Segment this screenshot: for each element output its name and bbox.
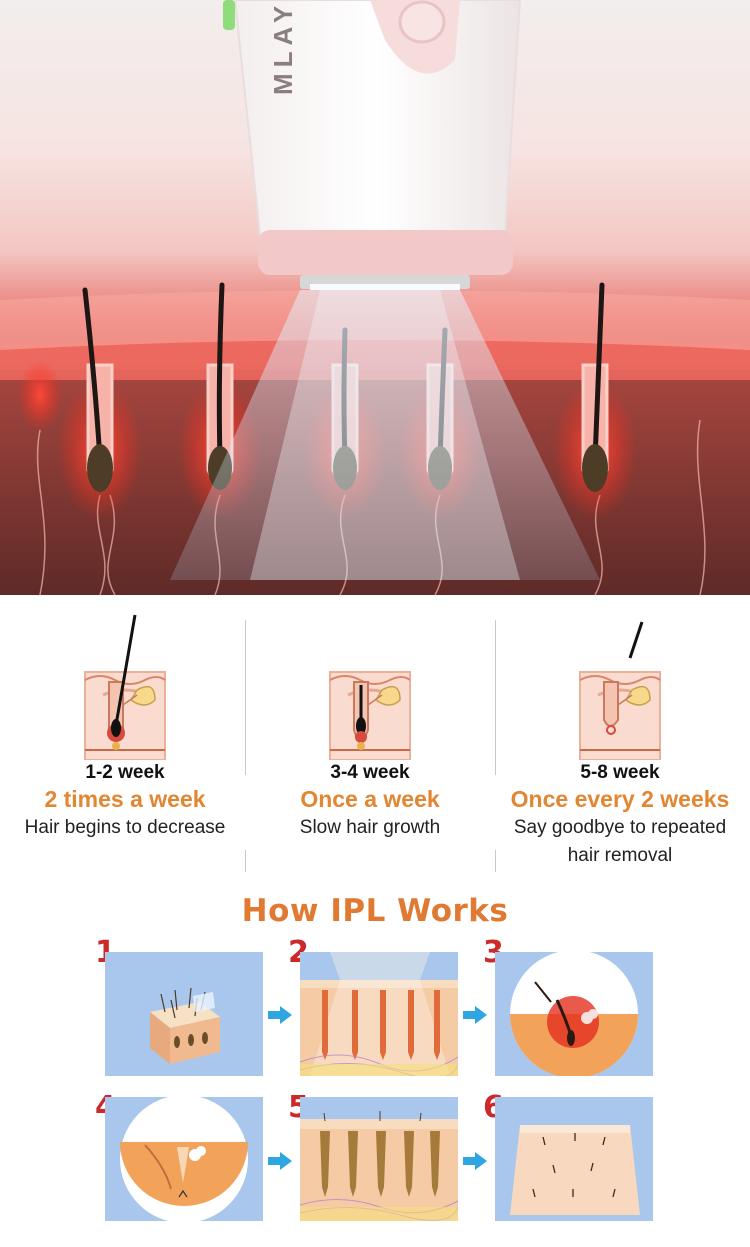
timeline-stage: 1-2 week 2 times a week Hair begins to d… [0, 600, 250, 841]
hair-follicle-icon [84, 614, 166, 760]
arrow-right-icon [268, 1006, 292, 1024]
divider [245, 850, 246, 872]
stage-frequency: Once a week [300, 786, 440, 812]
arrow-right-icon [463, 1006, 487, 1024]
timeline-stage: 5-8 week Once every 2 weeks Say goodbye … [495, 600, 745, 869]
stage-frequency: Once every 2 weeks [510, 786, 730, 812]
stage-description: Slow hair growth [299, 817, 441, 838]
skin-cross-section [0, 0, 750, 595]
stage-week: 1-2 week [85, 762, 165, 783]
stage-description: hair removal [567, 845, 673, 866]
hair-follicle-icon [329, 671, 411, 760]
stage-description: Say goodbye to repeated [513, 817, 727, 838]
arrow-right-icon [268, 1152, 292, 1170]
hair-follicle-icon [579, 621, 661, 760]
step-5-panel [300, 1097, 458, 1221]
arrow-right-icon [463, 1152, 487, 1170]
divider [495, 850, 496, 872]
treatment-timeline: 1-2 week 2 times a week Hair begins to d… [0, 600, 750, 880]
brand-logo: MLAY [268, 0, 298, 95]
hero-illustration: MLAY [0, 0, 750, 595]
stage-week: 3-4 week [330, 762, 410, 783]
step-6-panel [495, 1097, 653, 1221]
timeline-stage: 3-4 week Once a week Slow hair growth [245, 600, 495, 841]
divider [495, 620, 496, 775]
step-4-panel [105, 1097, 263, 1221]
stage-description: Hair begins to decrease [24, 817, 226, 838]
divider [245, 620, 246, 775]
step-3-panel [495, 952, 653, 1076]
how-ipl-title: How IPL Works [241, 893, 509, 929]
step-2-panel [300, 952, 458, 1076]
stage-week: 5-8 week [580, 762, 660, 783]
step-1-panel [105, 952, 263, 1076]
stage-frequency: 2 times a week [44, 786, 206, 812]
